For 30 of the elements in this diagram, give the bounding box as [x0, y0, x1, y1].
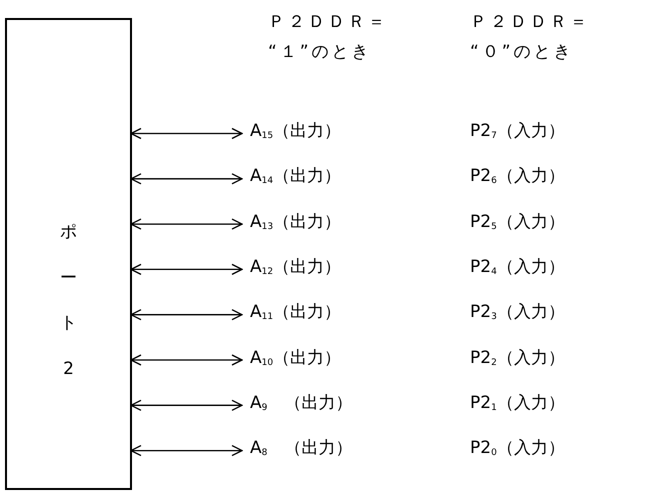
column-header: Ｐ２ＤＤＲ＝	[268, 11, 388, 33]
signal-label: P2$_{0}$（入力）	[470, 437, 565, 460]
bidirectional-arrow	[130, 218, 243, 230]
signal-label: A$_{12}$（出力）	[250, 256, 342, 283]
bidirectional-arrow	[130, 400, 243, 411]
bidirectional-arrow	[130, 444, 243, 456]
signal-label: P2$_{5}$（入力）	[470, 210, 565, 234]
signal-label: A$_{10}$（出力）	[250, 346, 342, 374]
bidirectional-arrow	[130, 173, 243, 184]
column-header: “１”のとき	[268, 41, 372, 63]
column-header: Ｐ２ＤＤＲ＝	[470, 11, 590, 33]
signal-label: P2$_{3}$（入力）	[470, 301, 565, 324]
bidirectional-arrow	[130, 128, 243, 140]
bidirectional-arrow	[130, 354, 243, 366]
signal-label: P2$_{1}$（入力）	[470, 392, 565, 415]
signal-label: A$_{11}$（出力）	[250, 301, 342, 328]
port-label: ポート2	[60, 221, 77, 380]
signal-label: A$_{14}$（出力）	[250, 165, 342, 192]
signal-label: A$_{13}$（出力）	[250, 210, 342, 238]
signal-label: P2$_{4}$（入力）	[470, 256, 565, 279]
column-header: “０”のとき	[470, 41, 574, 63]
signal-label: A$_{15}$（出力）	[250, 120, 342, 147]
signal-label: P2$_{7}$（入力）	[470, 120, 565, 143]
signal-label: P2$_{6}$（入力）	[470, 165, 565, 188]
bidirectional-arrow	[130, 309, 243, 320]
signal-label: A$_{8}$ （出力）	[250, 437, 352, 464]
signal-label: A$_{9}$ （出力）	[250, 392, 352, 419]
signal-label: P2$_{2}$（入力）	[470, 346, 565, 370]
bidirectional-arrow	[130, 264, 243, 276]
port-block	[5, 18, 132, 490]
